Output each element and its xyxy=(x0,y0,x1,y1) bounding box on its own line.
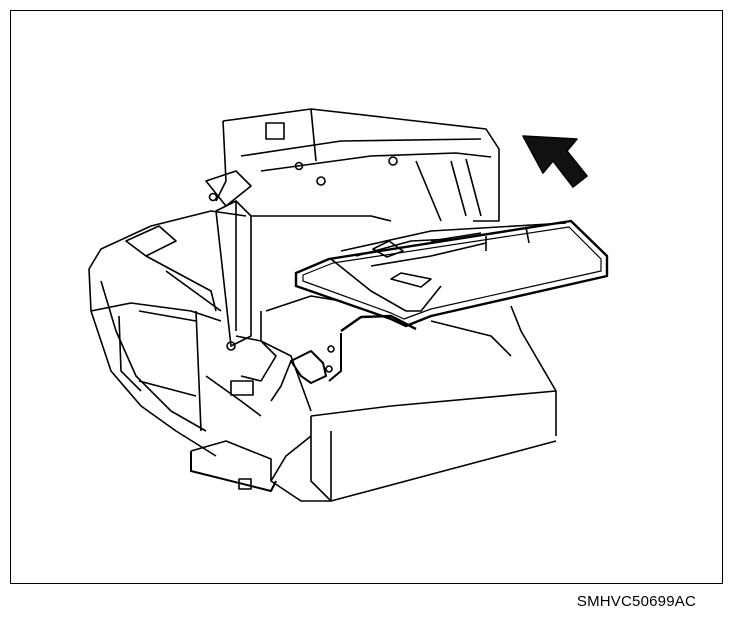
center-divider xyxy=(205,200,392,417)
evaporator-case xyxy=(260,295,557,502)
bottom-bracket xyxy=(190,440,277,492)
direction-arrow-icon xyxy=(522,135,588,188)
filter-cover-tray xyxy=(294,219,609,328)
hvac-module-illustration xyxy=(88,108,609,502)
blower-housing xyxy=(88,210,247,457)
figure-frame xyxy=(10,10,723,584)
door-linkage xyxy=(270,314,417,402)
upper-housing xyxy=(205,108,500,222)
figure-code: SMHVC50699AC xyxy=(576,593,696,610)
